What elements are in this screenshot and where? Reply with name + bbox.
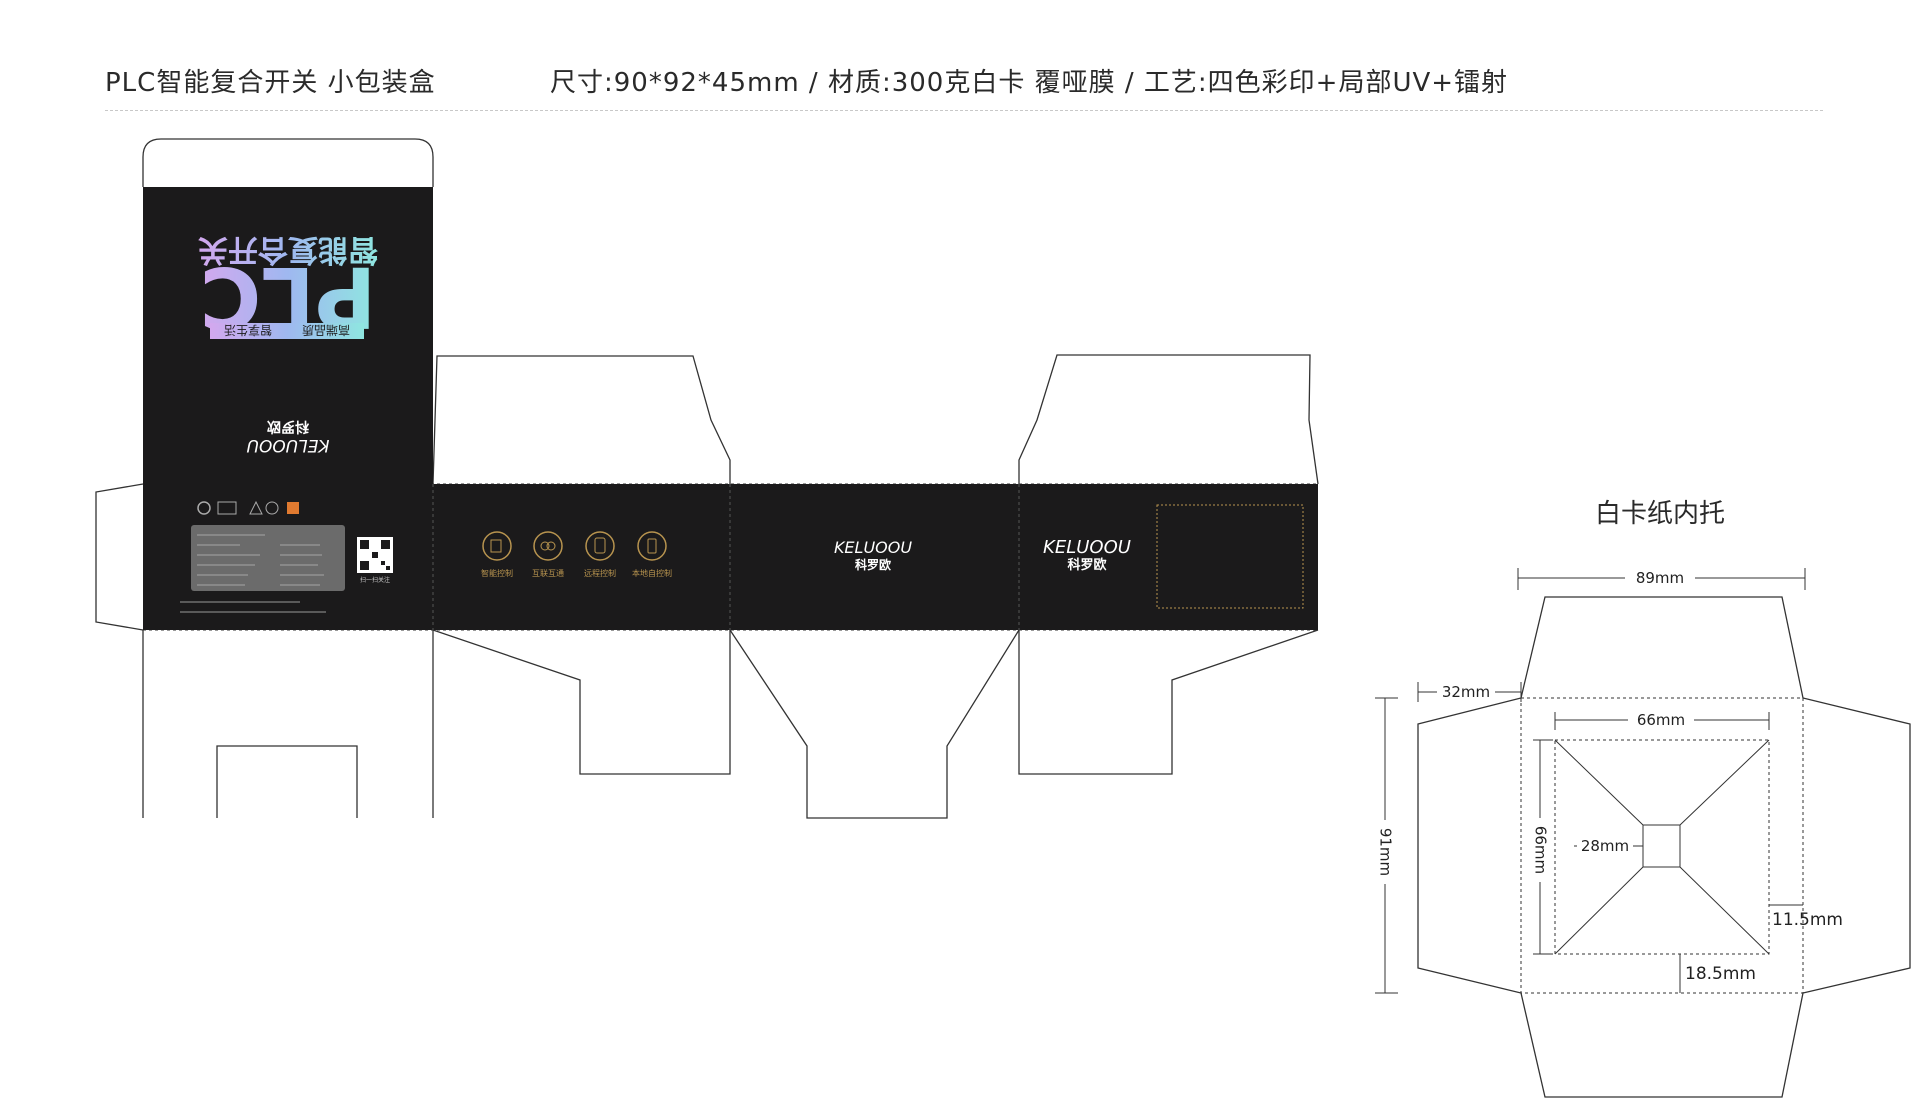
tagline-a: 高端品质	[302, 323, 350, 338]
page-title: PLC智能复合开关 小包装盒	[105, 68, 436, 98]
remote-control-icon	[585, 531, 615, 561]
recycle-icon	[249, 500, 263, 515]
insert-title: 白卡纸内托	[1595, 499, 1725, 529]
dim-inner-w: 66mm	[1637, 711, 1685, 729]
header: PLC智能复合开关 小包装盒 尺寸:90*92*45mm / 材质:300克白卡…	[105, 62, 1825, 102]
dimension-lines	[1375, 568, 1806, 994]
dimension-labels: 89mm 32mm 66mm 91mm 66mm 28mm 11.5mm 18.…	[1375, 567, 1843, 984]
label-window	[1156, 504, 1304, 609]
back-panel-details: 扫一扫关注	[180, 500, 393, 613]
tagline-bar	[210, 323, 364, 339]
qr-caption: 扫一扫关注	[360, 576, 390, 584]
front-brand-cn: 智能复合开关	[198, 232, 378, 267]
top-tuck-flap	[142, 138, 434, 187]
bottom-flap-2	[729, 629, 1020, 819]
recycle-icon	[265, 501, 279, 515]
interconnect-icon	[533, 531, 563, 561]
front-brand-name: 科罗欧	[267, 418, 309, 435]
dim-margin-b: 18.5mm	[1685, 964, 1756, 984]
panel2-brand-en: KELUOOU	[1043, 537, 1131, 558]
feature-label: 远程控制	[584, 568, 616, 578]
dim-height: 91mm	[1377, 828, 1395, 876]
feature-icons: 智能控制 互联互通 远程控制 本地自控制	[481, 531, 672, 578]
dim-inner-h: 66mm	[1532, 826, 1550, 874]
feature-label: 本地自控制	[632, 568, 672, 578]
top-flap-1	[432, 355, 731, 485]
panel-brand-cn: 科罗欧	[855, 557, 891, 572]
smart-control-icon	[482, 531, 512, 561]
left-side-flap	[95, 483, 144, 631]
bottom-flap-1	[432, 629, 731, 775]
feature-label: 互联互通	[532, 568, 564, 578]
tagline-b: 智享生活	[224, 323, 272, 338]
bottom-tab	[216, 745, 358, 818]
header-divider	[105, 110, 1823, 111]
panel-brand-en: KELUOOU	[834, 538, 912, 557]
dim-width: 89mm	[1636, 569, 1684, 587]
front-brand-en: KELUOOU	[246, 435, 330, 455]
brand-badge-icon	[287, 502, 299, 514]
front-graphic: 智能复合开关 PLC 高端品质 智享生活 科罗欧 KELUOOU	[198, 232, 378, 455]
panel2-brand-cn: 科罗欧	[1067, 557, 1106, 573]
dim-margin-r: 11.5mm	[1772, 910, 1843, 930]
cert-icon	[197, 501, 211, 515]
cert-icon	[217, 501, 237, 515]
local-control-icon	[637, 531, 667, 561]
insert-dieline	[1417, 596, 1911, 1098]
top-flap-2	[1018, 354, 1319, 485]
feature-label: 智能控制	[481, 568, 513, 578]
dim-center: 28mm	[1581, 837, 1629, 855]
bottom-flap-3	[1018, 629, 1319, 775]
dim-flap: 32mm	[1442, 683, 1490, 701]
spec-text: 尺寸:90*92*45mm / 材质:300克白卡 覆哑膜 / 工艺:四色彩印+…	[550, 68, 1509, 98]
